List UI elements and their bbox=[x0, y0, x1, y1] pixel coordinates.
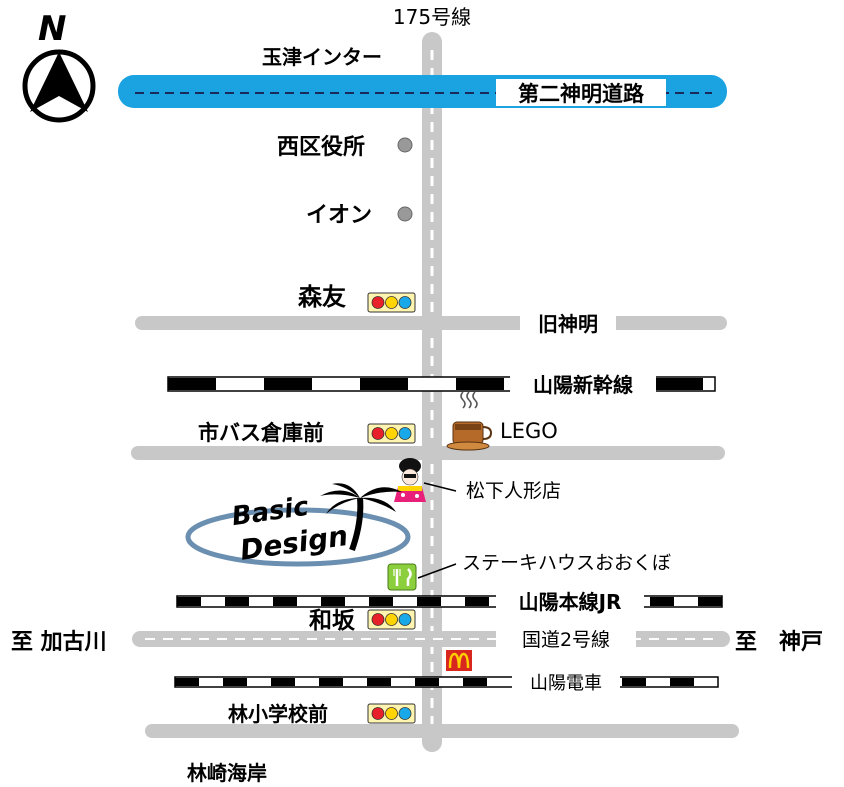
wasaka-label: 和坂 bbox=[309, 608, 356, 634]
landmark-dot-icon bbox=[397, 206, 413, 222]
national-route2-label: 国道2号線 bbox=[522, 629, 610, 651]
sanyo-electric-rail bbox=[174, 671, 719, 695]
traffic-signal-icon bbox=[367, 292, 416, 313]
doll-icon bbox=[394, 458, 426, 502]
lego-label: LEGO bbox=[500, 419, 558, 443]
palm-tree-icon bbox=[320, 483, 402, 552]
second-shinmei-label: 第二神明道路 bbox=[518, 82, 645, 106]
hayashizaki-coast-label: 林崎海岸 bbox=[187, 761, 267, 785]
matsushita-doll-label: 松下人形店 bbox=[466, 480, 561, 502]
fork-knife-icon bbox=[387, 563, 417, 591]
aeon-label: イオン bbox=[306, 203, 372, 228]
steak-pointer-line bbox=[417, 563, 457, 579]
traffic-signal-icon bbox=[367, 423, 416, 444]
shinkansen-label: 山陽新幹線 bbox=[533, 373, 633, 397]
route175-label: 175号線 bbox=[393, 5, 471, 29]
old-shinmei-label: 旧神明 bbox=[538, 312, 598, 336]
moritomo-label: 森友 bbox=[298, 283, 346, 311]
ward-office-label: 西区役所 bbox=[277, 135, 365, 160]
steak-okubo-label: ステーキハウスおおくぼ bbox=[462, 552, 671, 574]
second-shinmei-expressway bbox=[118, 75, 727, 108]
mcdonalds-icon bbox=[446, 650, 472, 671]
old-shinmei-road bbox=[135, 311, 727, 335]
sanyo-main-jr-rail bbox=[176, 589, 723, 615]
compass-north-letter: N bbox=[38, 9, 66, 49]
sanyo-electric-label: 山陽電車 bbox=[530, 673, 602, 694]
basic-design-logo: Basic Design bbox=[185, 483, 411, 567]
landmark-dot-icon bbox=[397, 137, 413, 153]
city-bus-depot-label: 市バス倉庫前 bbox=[198, 421, 324, 445]
coffee-cup-icon bbox=[446, 391, 493, 451]
compass: N bbox=[22, 9, 96, 123]
hayashi-school-label: 林小学校前 bbox=[228, 702, 328, 726]
tamatsu-ic-label: 玉津インター bbox=[262, 45, 382, 69]
traffic-signal-icon bbox=[367, 609, 416, 630]
sanyo-main-jr-label: 山陽本線JR bbox=[519, 590, 622, 614]
to-kakogawa-label: 至 加古川 bbox=[11, 629, 107, 655]
compass-north-icon bbox=[22, 49, 96, 123]
traffic-signal-icon bbox=[367, 703, 416, 724]
shinkansen-rail bbox=[167, 372, 716, 398]
to-kobe-label: 至 神戸 bbox=[735, 629, 823, 655]
doll-pointer-line bbox=[423, 482, 457, 492]
national-route2-road bbox=[132, 628, 730, 650]
